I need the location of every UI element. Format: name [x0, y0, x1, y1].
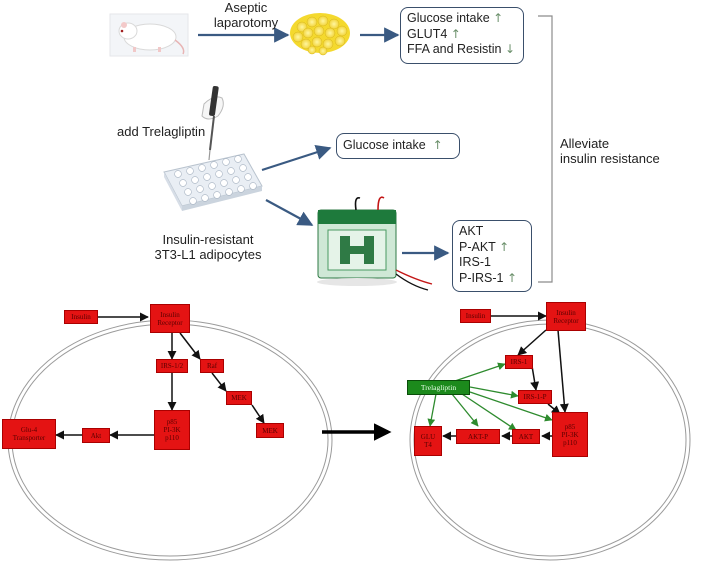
electrophoresis-image — [317, 196, 433, 291]
glucose-intake-box: Glucose intake ↑ — [336, 133, 460, 159]
right-akt-p-node: AKT-P — [456, 429, 500, 444]
down-arrow-icon: ↓ — [504, 42, 516, 56]
left-irs-node: IRS-1/2 — [156, 359, 188, 373]
protein-results-box: AKT P-AKT ↑ IRS-1 P-IRS-1 ↑ — [452, 220, 532, 292]
pipette-image — [201, 85, 224, 161]
left-pathway-arrows — [55, 312, 265, 440]
up-arrow-icon: ↑ — [506, 270, 517, 285]
left-mek-node-2: MEK — [256, 423, 284, 438]
result-row: FFA and Resistin ↓ — [407, 42, 516, 56]
right-pi3k-node: p85 PI-3K p110 — [552, 412, 588, 457]
well-plate-image — [163, 153, 263, 211]
left-insulin-node: Insulin — [64, 310, 98, 324]
right-glut4-node: GLU T4 — [414, 426, 442, 456]
right-irs-p-node: IRS-1-P — [518, 390, 552, 404]
right-irs-node: IRS-1 — [505, 355, 533, 369]
left-pi3k-node: p85 PI-3K p110 — [154, 410, 190, 450]
right-akt-node: AKT — [512, 429, 540, 444]
right-cell-membrane — [409, 319, 691, 561]
result-row: P-AKT ↑ — [459, 239, 510, 254]
tissue-results-box: Glucose intake ↑ GLUT4 ↑ FFA and Resisti… — [400, 7, 524, 64]
left-insulin-receptor-node: Insulin Receptor — [150, 304, 190, 333]
trelagliptin-node: Trelagliptin — [407, 380, 470, 395]
up-arrow-icon: ↑ — [432, 138, 443, 152]
result-row: P-IRS-1 ↑ — [459, 270, 517, 285]
left-raf-node: Raf — [200, 359, 224, 373]
rat-image — [109, 13, 189, 57]
adipocytes-label: Insulin-resistant 3T3-L1 adipocytes — [154, 232, 262, 262]
conclusion-bracket — [538, 15, 553, 283]
conclusion-label: Alleviate insulin resistance — [560, 136, 660, 166]
aseptic-laparotomy-label: Aseptic laparotomy — [213, 0, 279, 30]
right-insulin-receptor-node: Insulin Receptor — [546, 302, 586, 331]
up-arrow-icon: ↑ — [493, 11, 504, 25]
drug-action-arrows — [427, 362, 553, 431]
up-arrow-icon: ↑ — [499, 239, 510, 254]
arrow-plate-to-glucose — [261, 144, 332, 172]
result-row: GLUT4 ↑ — [407, 26, 461, 41]
up-arrow-icon: ↑ — [450, 26, 461, 41]
arrow-plate-to-blot — [265, 199, 314, 226]
left-akt-node: Akt — [82, 428, 110, 443]
right-pathway-arrows — [442, 311, 569, 441]
result-row: IRS-1 — [459, 255, 491, 269]
right-insulin-node: Insulin — [460, 309, 491, 323]
adipose-tissue-image — [290, 13, 350, 56]
result-row: Glucose intake ↑ — [343, 138, 443, 152]
left-mek-node: MEK — [226, 391, 252, 405]
result-row: AKT — [459, 224, 484, 238]
result-row: Glucose intake ↑ — [407, 11, 504, 25]
add-trelagliptin-label: add Trelagliptin — [117, 124, 206, 139]
left-glut4-transporter-node: Glu-4 Transporter — [2, 419, 56, 449]
